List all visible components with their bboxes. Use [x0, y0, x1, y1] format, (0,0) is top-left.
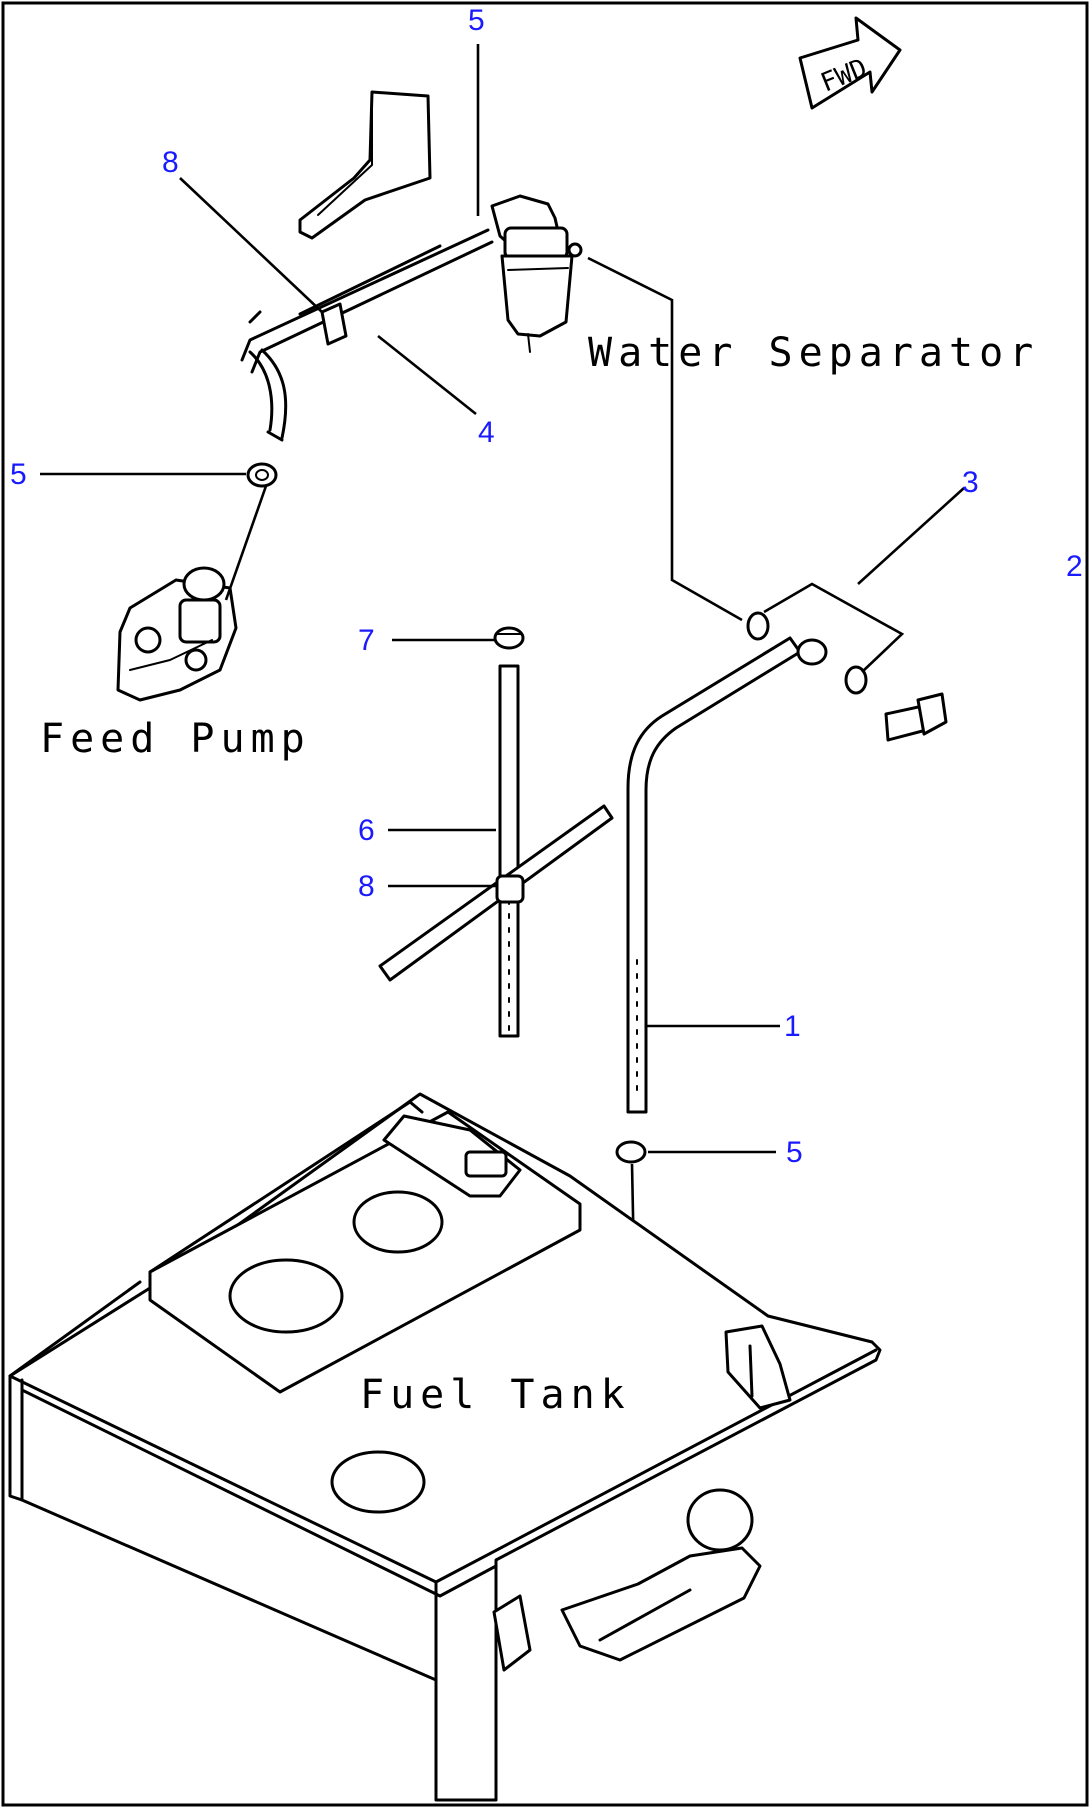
clamp-upper — [320, 302, 348, 346]
water-separator-caption: Water Separator — [588, 330, 1039, 376]
feed-pump-caption: Feed Pump — [40, 716, 311, 762]
bolt — [884, 692, 948, 742]
water-separator — [490, 194, 583, 353]
water-separator-link — [587, 256, 743, 622]
callout-6: 6 — [358, 814, 375, 847]
callout-5-pump: 5 — [10, 458, 27, 491]
callout-1: 1 — [784, 1010, 801, 1043]
callout-2: 2 — [1066, 550, 1083, 583]
callout-5-tank: 5 — [786, 1136, 803, 1169]
leader-lines — [40, 44, 780, 1154]
callout-4: 4 — [478, 416, 495, 449]
fuel-tank-caption: Fuel Tank — [360, 1372, 631, 1418]
callout-8-upper: 8 — [162, 146, 179, 179]
hose-clamp-pump — [246, 462, 278, 488]
mounting-bracket — [298, 90, 432, 240]
pipe — [626, 636, 828, 1114]
fwd-arrow: FWD — [798, 16, 902, 110]
callout-3: 3 — [962, 466, 979, 499]
fuel-tank — [8, 1092, 882, 1802]
cap — [493, 626, 525, 650]
tube — [498, 664, 520, 1038]
hose-upper — [240, 228, 494, 442]
callout-5-top: 5 — [468, 4, 485, 37]
gasket — [746, 487, 965, 695]
callout-8-lower: 8 — [358, 870, 375, 903]
clamp-lower — [495, 874, 525, 904]
feed-pump — [116, 485, 268, 702]
callout-7: 7 — [358, 624, 375, 657]
